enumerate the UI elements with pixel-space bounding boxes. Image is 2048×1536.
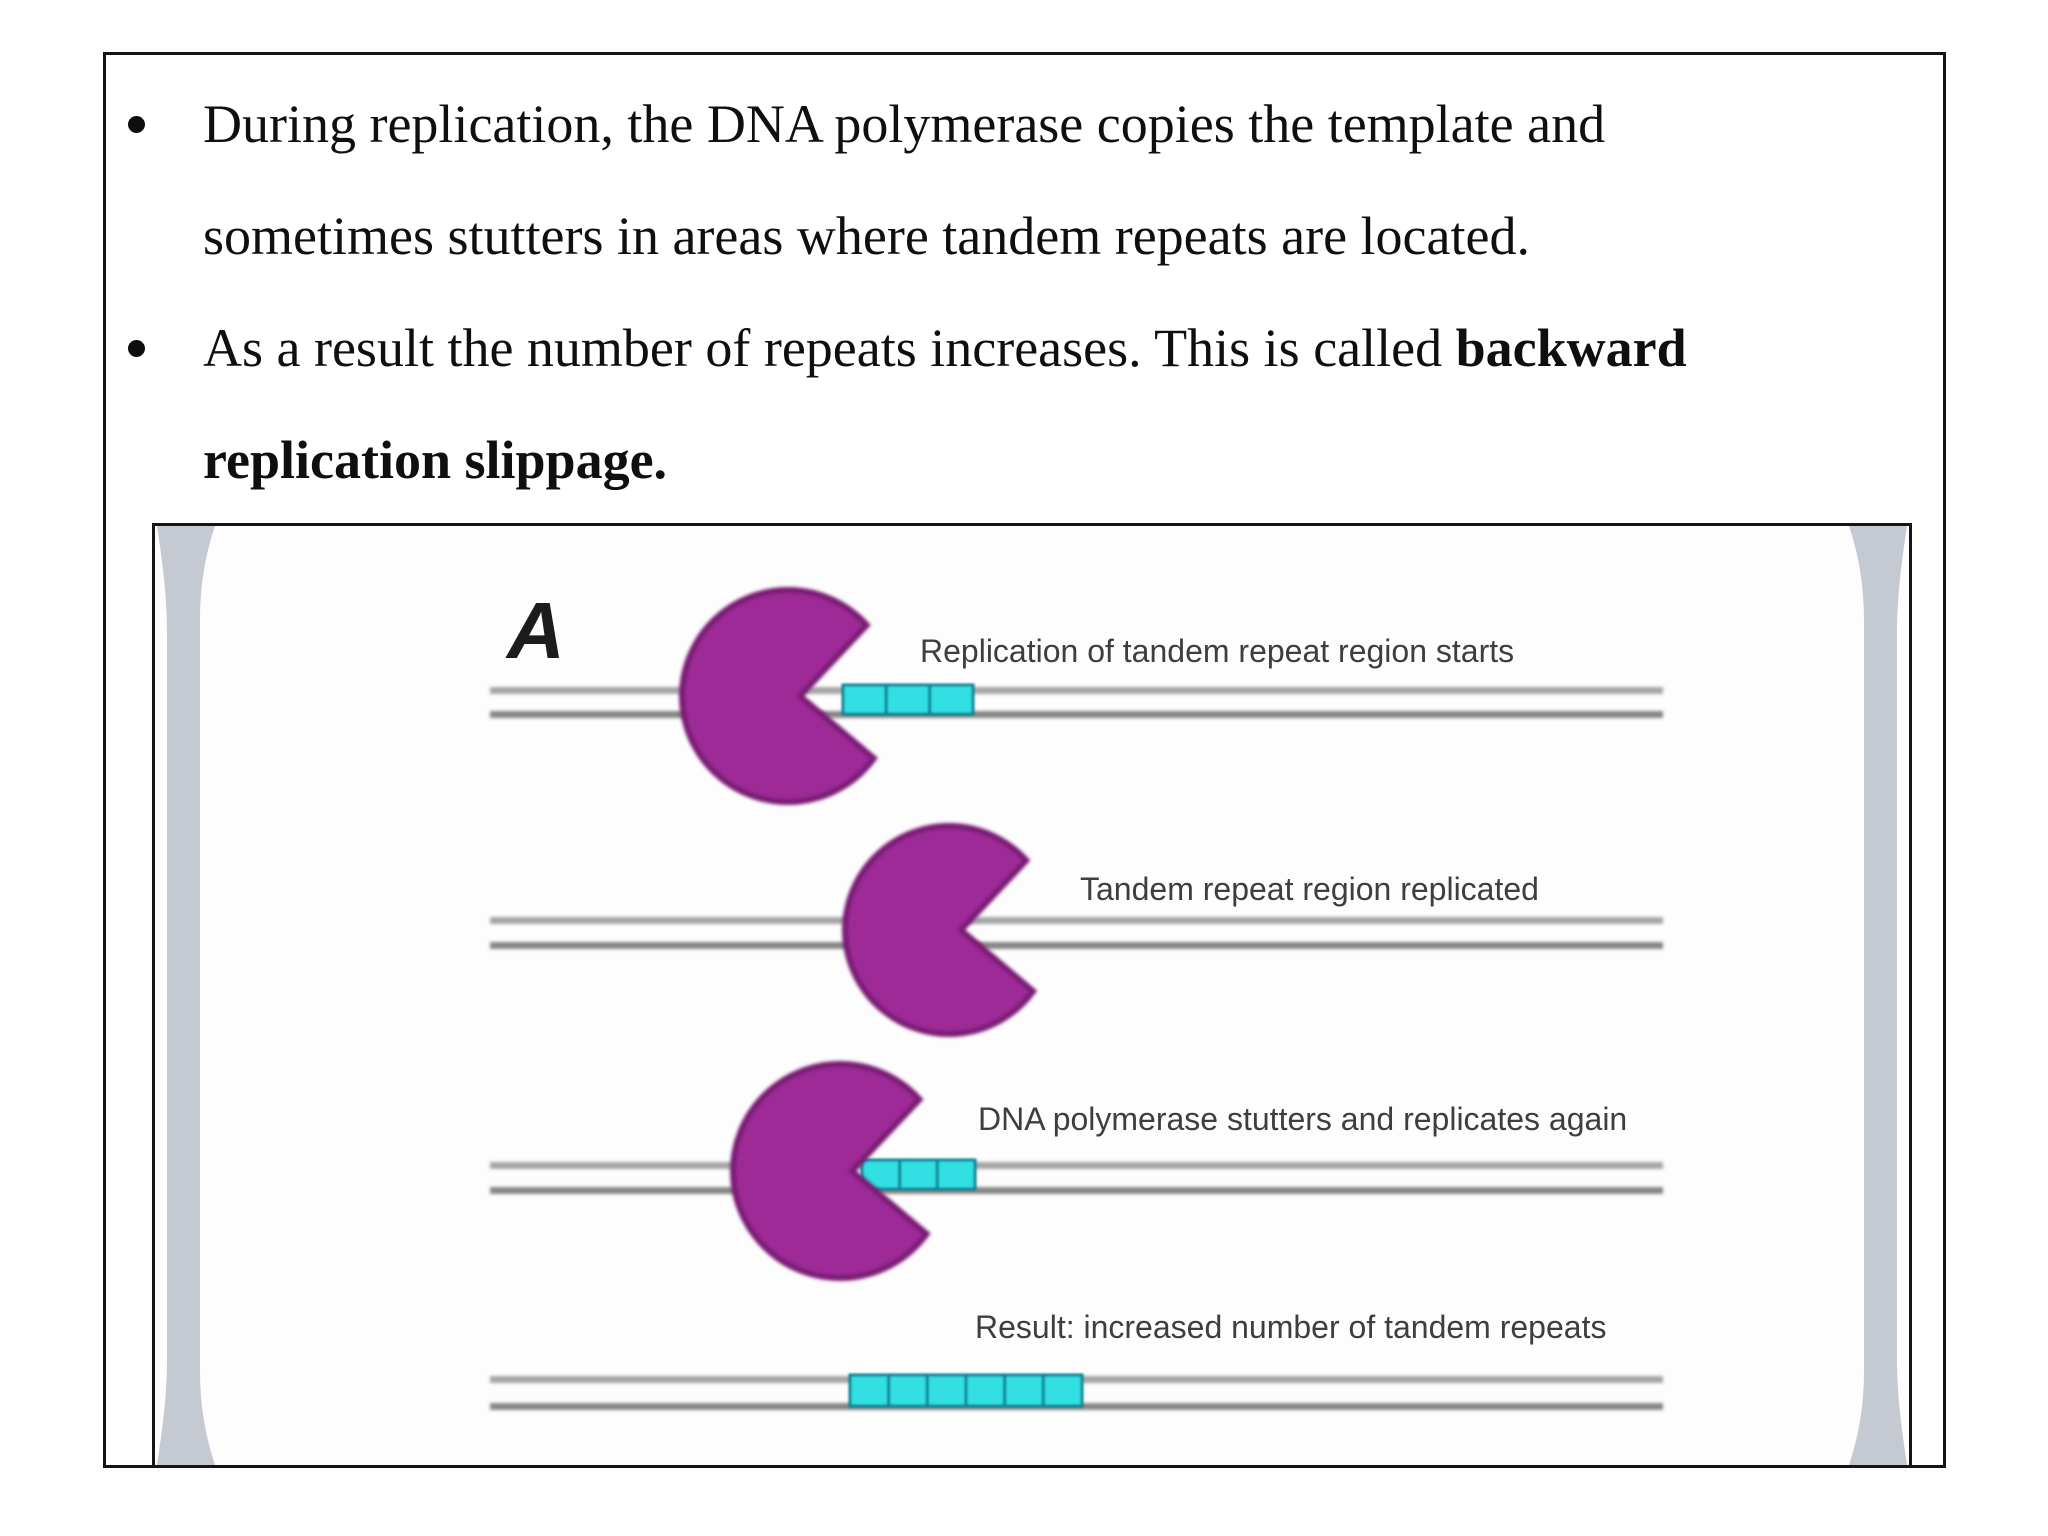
replication-slippage-figure: A [152,523,1912,1468]
bullet-1-text-a: During replication, the DNA polymerase c… [203,94,1606,154]
bullet-dot-2 [128,340,145,357]
tandem-repeat-blocks-row-3 [860,1158,977,1191]
step-label-1: Replication of tandem repeat region star… [920,633,1514,669]
bullet-2-text-bold: backward [1455,318,1687,378]
bullet-2-text-a: As a result the number of repeats increa… [203,318,1443,378]
bullet-2-line-1: As a result the number of repeats increa… [203,312,1687,384]
bullet-2-text-bold-2: replication slippage. [203,430,668,490]
bullet-1-line-2: sometimes stutters in areas where tandem… [203,200,1530,272]
tandem-repeat-blocks-row-4 [848,1373,1084,1408]
bullet-1-line-1: During replication, the DNA polymerase c… [203,88,1605,160]
dna-strands [490,687,1663,1410]
step-label-3: DNA polymerase stutters and replicates a… [978,1101,1627,1137]
bullet-2-line-2: replication slippage. [203,424,667,496]
page-edge-bar-left [157,526,215,1465]
tandem-repeat-blocks-row-1 [841,683,975,716]
step-label-4: Result: increased number of tandem repea… [975,1309,1606,1345]
step-label-2: Tandem repeat region replicated [1080,871,1539,907]
dna-polymerase-icon-row-3 [730,1061,931,1282]
panel-letter: A [505,586,565,675]
dna-polymerase-icon-row-1 [679,587,878,805]
bullet-dot-1 [128,116,145,133]
bullet-1-text-b: sometimes stutters in areas where tandem… [203,206,1530,266]
dna-polymerase-icon-row-2 [842,823,1038,1037]
dna-strand-row-3 [490,1162,1663,1194]
page-edge-bar-right [1849,526,1907,1465]
dna-strand-row-1 [490,687,1663,718]
dna-strand-row-2 [490,917,1663,949]
